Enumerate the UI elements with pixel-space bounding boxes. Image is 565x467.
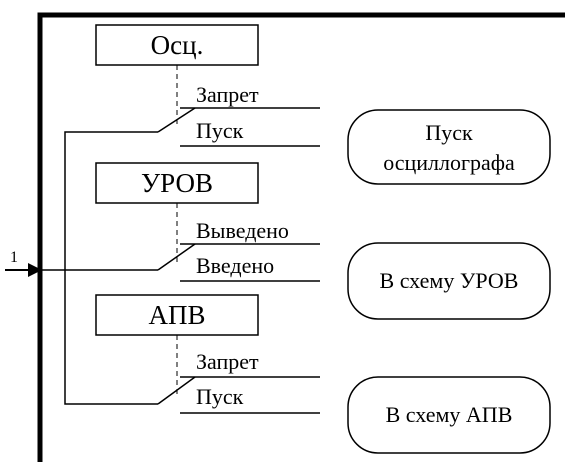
block-urov-box [95, 162, 259, 204]
block-apv-switch-blade [157, 376, 196, 405]
block-osc: Осц. Запрет Пуск Пуск осциллографа [95, 24, 551, 185]
input-label: 1 [10, 249, 18, 266]
block-urov-output-line1: В схему УРОВ [380, 268, 519, 293]
block-osc-title: Осц. [151, 30, 204, 60]
frame-border [37, 12, 565, 462]
block-osc-output-box [347, 109, 551, 185]
block-urov: УРОВ Выведено Введено В схему УРОВ [95, 162, 551, 320]
block-apv-lower-label: Пуск [196, 384, 244, 409]
block-urov-lower-label: Введено [196, 253, 274, 278]
block-urov-output-box [347, 242, 551, 320]
block-osc-switch-blade [157, 107, 196, 133]
block-urov-title: УРОВ [141, 168, 213, 198]
block-osc-output-line2: осциллографа [383, 150, 515, 175]
block-osc-lower-label: Пуск [196, 118, 244, 143]
block-apv-box [95, 294, 259, 336]
block-osc-box [95, 24, 259, 66]
block-apv-upper-label: Запрет [196, 349, 259, 374]
block-urov-switch-blade [157, 243, 196, 271]
bus-vertical [64, 131, 158, 405]
block-apv-output-box [347, 376, 551, 454]
block-urov-upper-label: Выведено [196, 218, 289, 243]
input-arrowhead [28, 263, 42, 277]
block-osc-output-line1: Пуск [425, 120, 473, 145]
block-apv-title: АПВ [148, 300, 205, 330]
block-apv-output-line1: В схему АПВ [386, 402, 513, 427]
block-apv: АПВ Запрет Пуск В схему АПВ [95, 294, 551, 454]
block-osc-upper-label: Запрет [196, 82, 259, 107]
